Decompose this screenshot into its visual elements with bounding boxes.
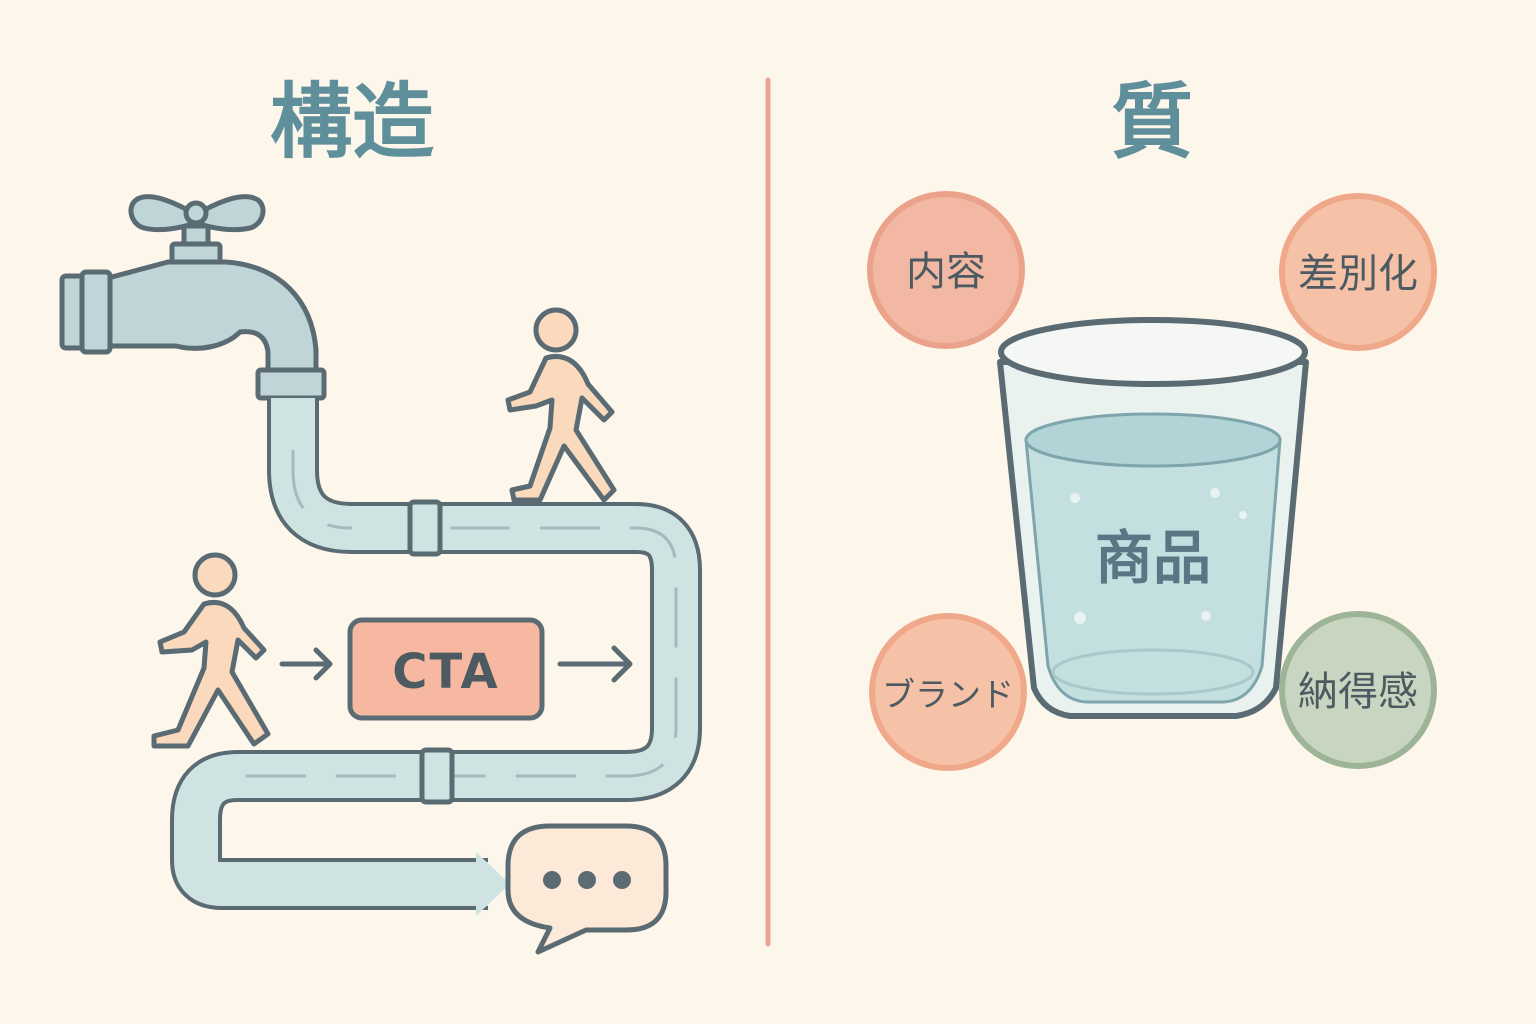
walking-person-icon [505, 307, 617, 503]
cta-label: CTA [392, 644, 499, 700]
circle-label: 差別化 [1298, 251, 1418, 297]
arrow-right-icon [279, 647, 333, 681]
arrow-right-icon [557, 645, 633, 683]
faucet-icon [59, 194, 327, 401]
structure-panel: 構造 [59, 75, 702, 955]
pipe-coupling [419, 747, 455, 805]
structure-title: 構造 [270, 75, 434, 170]
quality-title: 質 [1111, 75, 1193, 170]
quality-circle-content: 内容 [867, 191, 1025, 349]
flow-pipe [170, 398, 702, 916]
circle-label: 内容 [906, 249, 986, 295]
speech-bubble-icon [505, 823, 669, 955]
circle-label: ブランド [882, 675, 1014, 714]
quality-panel: 質 商品 内容 差別化 ブランド [867, 75, 1437, 771]
quality-circle-differentiation: 差別化 [1279, 193, 1437, 351]
quality-circle-satisfaction: 納得感 [1279, 611, 1437, 769]
pipe-arrowhead [476, 852, 510, 916]
product-label: 商品 [1095, 524, 1211, 592]
cta-button: CTA [347, 617, 545, 721]
circle-label: 納得感 [1298, 669, 1418, 715]
walking-person-icon [151, 552, 271, 749]
pipe-coupling [407, 499, 443, 557]
drinking-glass-icon: 商品 [997, 317, 1309, 719]
quality-circle-brand: ブランド [869, 613, 1027, 771]
